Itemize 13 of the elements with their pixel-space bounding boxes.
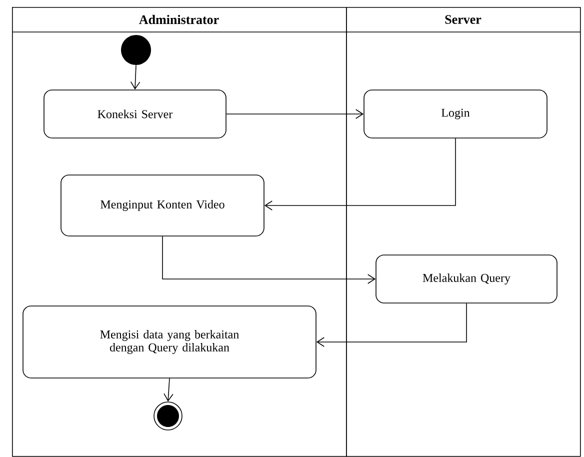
activity-box: Koneksi Server [44, 90, 226, 138]
arrow [162, 236, 376, 284]
arrow [316, 303, 467, 347]
activity-box: Melakukan Query [376, 254, 558, 304]
activity-box: Login [364, 90, 548, 138]
arrow [164, 378, 174, 402]
final-node [154, 402, 182, 430]
initial-node [121, 35, 151, 65]
arrow [226, 109, 364, 119]
activity-box: Menginput Konten Video [60, 174, 264, 236]
arrow [130, 64, 140, 90]
activity-box: Mengisi data yang berkaitan dengan Query dilakukan [22, 306, 316, 378]
arrow [264, 138, 456, 210]
